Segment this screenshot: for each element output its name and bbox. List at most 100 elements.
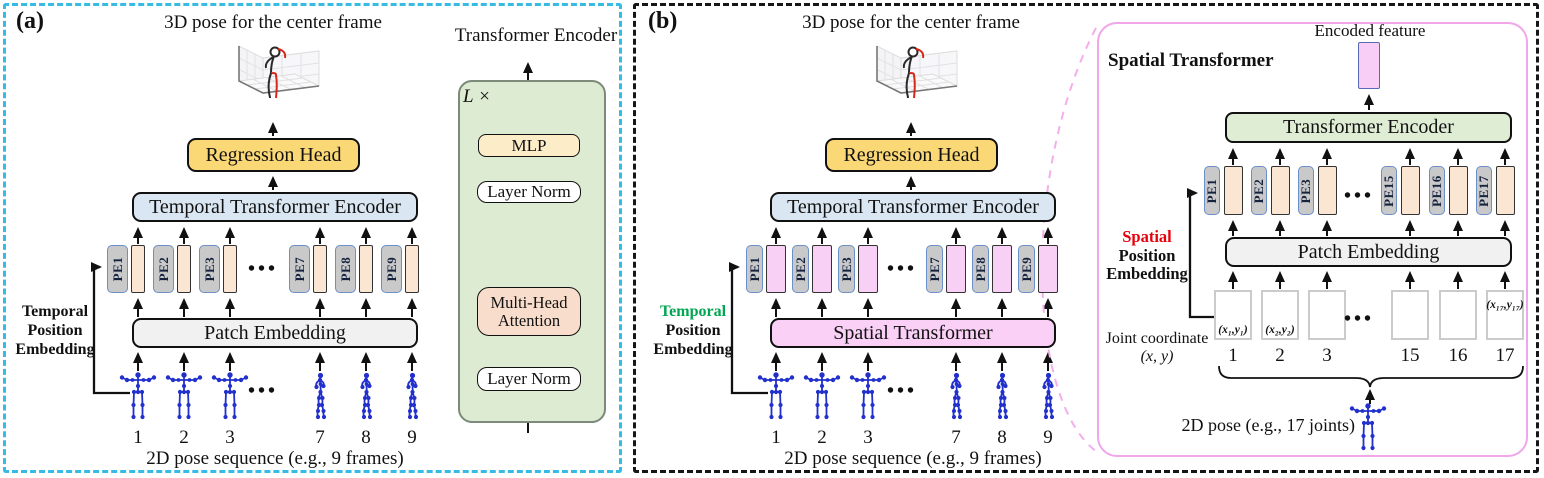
spatial-transformer-detail-title: Spatial Transformer <box>1108 50 1274 71</box>
feature-token-a7 <box>313 245 327 293</box>
joint-number: 1 <box>1228 345 1238 366</box>
label-line: Position <box>27 322 83 339</box>
temporal-position-embedding-label-a: Temporal Position Embedding <box>8 302 102 359</box>
encoded-feature-token <box>1358 42 1380 89</box>
label-line: Temporal <box>21 303 89 320</box>
coord-label-2: (x₂,y₂) <box>1265 324 1295 336</box>
feature-token-b8 <box>992 245 1012 293</box>
mha-line1: Multi-Head <box>490 292 568 312</box>
temporal-transformer-encoder-b: Temporal Transformer Encoder <box>770 192 1056 222</box>
joint-box-1 <box>1214 290 1252 340</box>
coord-label-1: (x₁,y₁) <box>1218 324 1248 336</box>
feature-token-a3 <box>223 245 237 293</box>
joint-box-15 <box>1391 290 1429 340</box>
spatial-transformer-detail-panel <box>1097 22 1528 457</box>
pe-token-a7: PE7 <box>289 245 310 293</box>
pe-token-b9: PE9 <box>1018 245 1035 293</box>
pe-token-b3: PE3 <box>838 245 855 293</box>
pe-token-a8: PE8 <box>335 245 356 293</box>
feature-token-s3 <box>1318 166 1337 215</box>
feature-token-a2 <box>177 245 191 293</box>
encoded-feature-label: Encoded feature <box>1314 21 1426 40</box>
frame-number: 8 <box>361 427 371 448</box>
frame-number: 9 <box>407 427 417 448</box>
panel-b-tag: (b) <box>648 8 678 34</box>
joint-box-3 <box>1308 290 1346 340</box>
joint-number: 2 <box>1275 345 1285 366</box>
frame-number: 7 <box>315 427 325 448</box>
feature-token-s2 <box>1271 166 1290 215</box>
joint-coordinate-label: Joint coordinate (x, y) <box>1098 330 1216 366</box>
pe-token-a9: PE9 <box>381 245 402 293</box>
mha-line2: Attention <box>497 310 561 330</box>
frame-number: 3 <box>863 427 873 448</box>
pose-17-joints-caption: 2D pose (e.g., 17 joints) <box>1181 415 1355 435</box>
joint-number: 17 <box>1495 345 1515 366</box>
pe-token-s3: PE3 <box>1298 166 1314 215</box>
pe-token-a1: PE1 <box>107 245 128 293</box>
frame-number: 2 <box>179 427 189 448</box>
label-line: Position <box>1118 245 1176 265</box>
frame-number: 1 <box>771 427 781 448</box>
panel-a-tag: (a) <box>16 8 44 34</box>
transformer-encoder-detail-title: Transformer Encoder <box>454 25 618 46</box>
mlp-box: MLP <box>478 134 580 157</box>
ellipsis-s-tokens: ••• <box>1343 185 1374 207</box>
label-line-temporal: Temporal <box>659 303 727 320</box>
panel-a-title: 3D pose for the center frame <box>164 12 382 33</box>
joint-box-16 <box>1439 290 1477 340</box>
panel-b-caption: 2D pose sequence (e.g., 9 frames) <box>784 448 1042 469</box>
spatial-transformer-b: Spatial Transformer <box>770 318 1056 348</box>
pe-token-b8: PE8 <box>972 245 989 293</box>
joint-number: 3 <box>1322 345 1332 366</box>
frame-number: 9 <box>1043 427 1053 448</box>
pe-token-s2: PE2 <box>1251 166 1267 215</box>
label-line-spatial: Spatial <box>1122 227 1172 246</box>
feature-token-b7 <box>946 245 966 293</box>
layer-norm-bottom-box: Layer Norm <box>477 367 581 391</box>
joint-number: 15 <box>1400 345 1420 366</box>
regression-head-b: Regression Head <box>825 138 998 172</box>
ellipsis-a-tokens: ••• <box>247 258 278 280</box>
label-line: Embedding <box>653 341 733 358</box>
label-line: Position <box>665 322 721 339</box>
pe-token-s1: PE1 <box>1204 166 1220 215</box>
temporal-position-embedding-label-b: Temporal Position Embedding <box>646 302 740 359</box>
feature-token-a9 <box>405 245 419 293</box>
joint-number: 16 <box>1448 345 1468 366</box>
pe-token-b2: PE2 <box>792 245 809 293</box>
panel-b-title: 3D pose for the center frame <box>802 12 1020 33</box>
coord-label-17: (x₁₇,y₁₇) <box>1486 299 1524 311</box>
feature-token-b2 <box>812 245 832 293</box>
pe-token-s16: PE16 <box>1429 166 1445 215</box>
regression-head-a: Regression Head <box>187 138 360 172</box>
ellipsis-s-joints: ••• <box>1343 308 1374 330</box>
ellipsis-b-poses: ••• <box>886 380 917 402</box>
temporal-transformer-encoder-a: Temporal Transformer Encoder <box>132 192 418 222</box>
panel-a-border <box>3 3 622 473</box>
panel-b-border <box>633 3 1539 473</box>
ellipsis-a-poses: ••• <box>247 380 278 402</box>
label-line: (x, y) <box>1140 348 1174 365</box>
feature-token-a1 <box>131 245 145 293</box>
frame-number: 2 <box>817 427 827 448</box>
panel-a-caption: 2D pose sequence (e.g., 9 frames) <box>146 448 404 469</box>
pe-token-a2: PE2 <box>153 245 174 293</box>
frame-number: 8 <box>997 427 1007 448</box>
patch-embedding-a: Patch Embedding <box>132 318 418 348</box>
feature-token-s15 <box>1401 166 1420 215</box>
joint-box-17 <box>1486 290 1524 340</box>
frame-number: 3 <box>225 427 235 448</box>
pe-token-s15: PE15 <box>1381 166 1397 215</box>
feature-token-a8 <box>359 245 373 293</box>
feature-token-s16 <box>1449 166 1468 215</box>
pe-token-b1: PE1 <box>746 245 763 293</box>
feature-token-s1 <box>1224 166 1243 215</box>
feature-token-b9 <box>1038 245 1058 293</box>
label-line: Embedding <box>15 341 95 358</box>
spatial-position-embedding-label: Spatial Position Embedding <box>1100 227 1194 284</box>
frame-number: 7 <box>951 427 961 448</box>
pe-token-b7: PE7 <box>926 245 943 293</box>
frame-number: 1 <box>133 427 143 448</box>
